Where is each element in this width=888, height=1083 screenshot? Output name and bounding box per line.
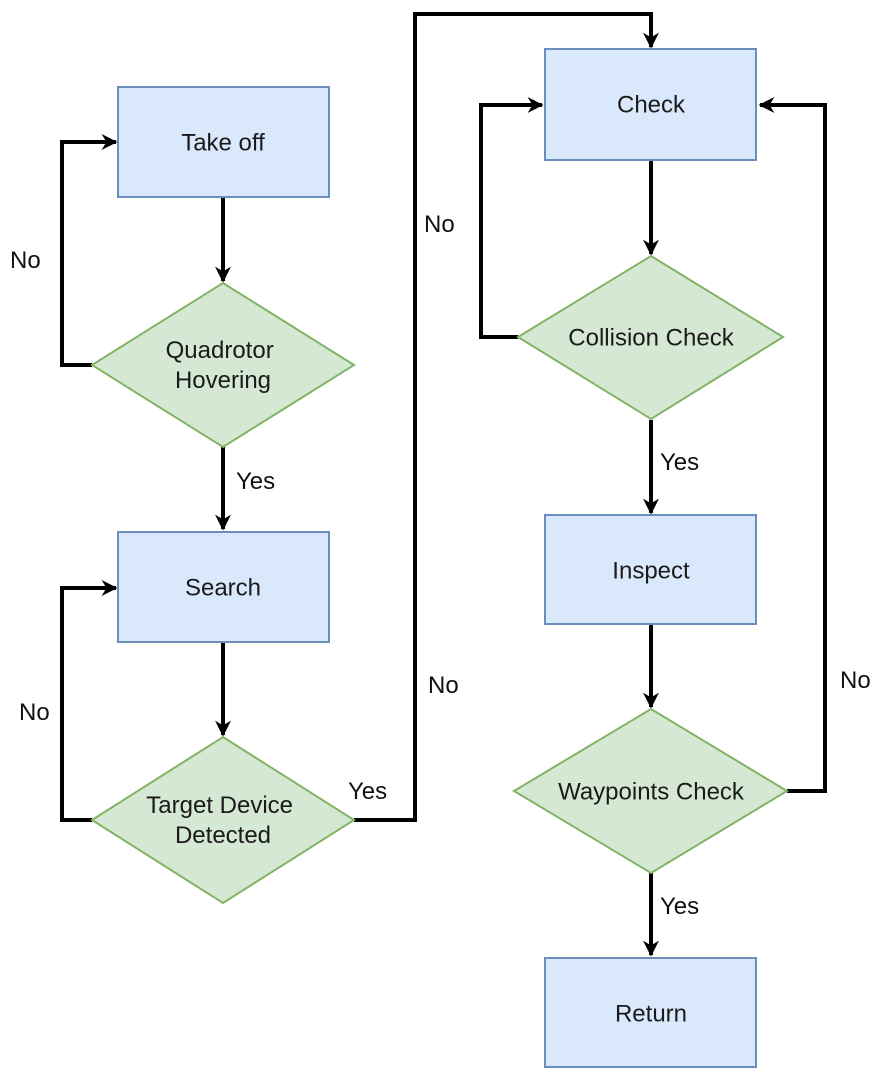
arrow-target-yes-to-check: [354, 12, 659, 822]
edge-label-collision-yes: Yes: [660, 449, 699, 476]
arrow-hovering-no-loop: [60, 134, 118, 367]
inspect-label: Inspect: [612, 558, 690, 585]
arrow-target-no-loop: [60, 580, 118, 822]
decision-quadrotor-hovering: Quadrotor Hovering: [90, 281, 356, 449]
take-off-label: Take off: [181, 130, 265, 157]
quadrotor-hovering-line-2: Hovering: [175, 367, 271, 394]
edge-label-waypoints-no: No: [840, 667, 871, 694]
process-take-off: Take off: [117, 86, 330, 198]
arrow-waypoints-no-loop: [758, 97, 827, 793]
search-label: Search: [185, 575, 261, 602]
collision-check-label: Collision Check: [568, 325, 734, 352]
waypoints-check-label: Waypoints Check: [558, 779, 745, 806]
quadrotor-hovering-line-1: Quadrotor: [166, 337, 274, 364]
target-device-detected-line-1: Target Device: [146, 792, 293, 819]
edge-label-target-branch-no: No: [428, 672, 459, 699]
quadrotor-hovering-label: Quadrotor Hovering: [166, 337, 281, 394]
edge-label-hovering-no: No: [10, 247, 41, 274]
return-label: Return: [615, 1001, 687, 1028]
edge-label-target-no: No: [19, 699, 50, 726]
edge-label-hovering-yes: Yes: [236, 468, 275, 495]
edge-label-collision-no: No: [424, 211, 455, 238]
decision-waypoints-check: Waypoints Check: [512, 707, 789, 875]
arrow-collision-no-loop: [479, 97, 544, 339]
edge-label-waypoints-yes: Yes: [660, 893, 699, 920]
check-label: Check: [617, 92, 686, 119]
process-search: Search: [117, 531, 330, 643]
process-return: Return: [544, 957, 757, 1068]
decision-collision-check: Collision Check: [516, 254, 785, 421]
process-inspect: Inspect: [544, 514, 757, 625]
edge-label-target-yes: Yes: [348, 778, 387, 805]
process-check: Check: [544, 48, 757, 161]
target-device-detected-label: Target Device Detected: [146, 792, 299, 849]
target-device-detected-line-2: Detected: [175, 822, 271, 849]
decision-target-device-detected: Target Device Detected: [90, 735, 356, 905]
